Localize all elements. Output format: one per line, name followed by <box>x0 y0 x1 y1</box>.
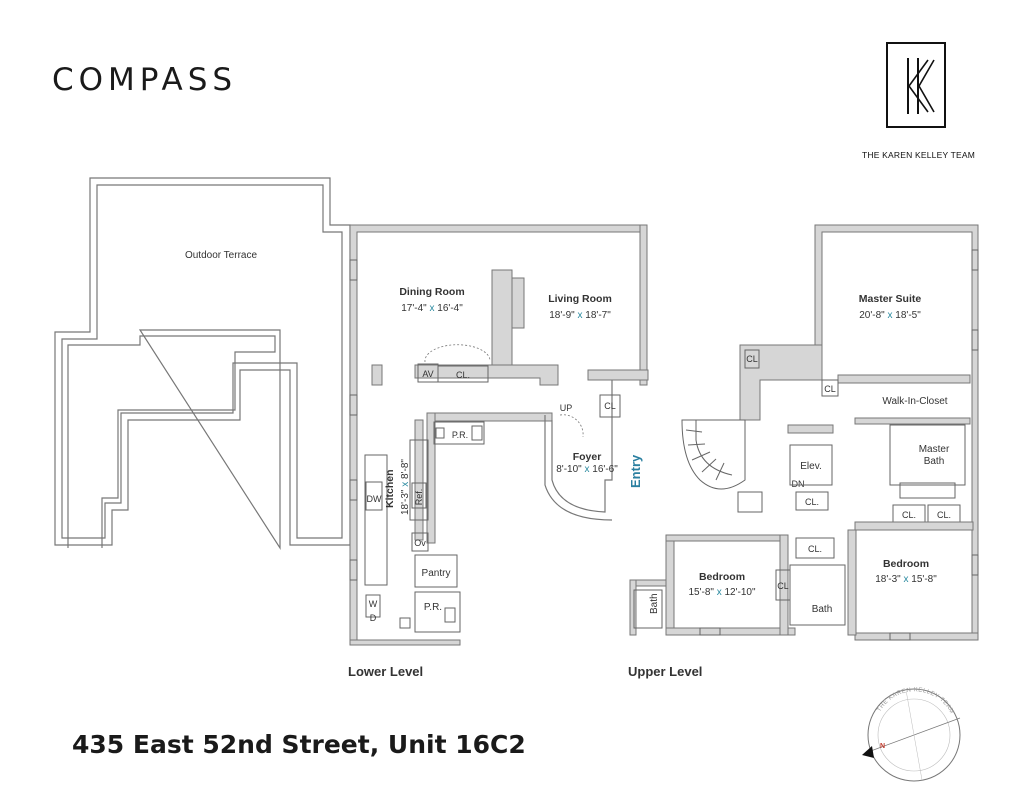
elevator-label: Elev. <box>800 461 822 472</box>
outdoor-terrace: Outdoor Terrace <box>54 177 351 551</box>
oven-label: Ov <box>414 538 426 548</box>
kitchen-name: Kitchen <box>384 469 396 508</box>
dining-closet-label: CL. <box>456 370 470 380</box>
compass-north-label: N <box>880 743 885 750</box>
bath-closet-label: CL. <box>808 544 822 554</box>
bedroom-2-name: Bedroom <box>883 558 929 570</box>
powder-room-2-label: P.R. <box>424 602 442 613</box>
spiral-stair <box>681 419 763 513</box>
master-closet-1-label: CL. <box>902 510 916 520</box>
dryer-label: D <box>370 613 377 623</box>
powder-room-label: P.R. <box>452 430 468 440</box>
bedroom-1-dim: 15'-8" x 12'-10" <box>688 587 756 598</box>
terrace-label: Outdoor Terrace <box>185 250 258 261</box>
washer-label: W <box>369 599 378 609</box>
living-room-dim: 18'-9" x 18'-7" <box>549 310 611 321</box>
dining-room-dim: 17'-4" x 16'-4" <box>401 303 463 314</box>
bedroom-1-name: Bedroom <box>699 571 745 583</box>
upper-closet-label: CL <box>746 354 758 364</box>
kk-monogram-icon <box>907 58 935 114</box>
upper-level-label: Upper Level <box>628 664 703 679</box>
walk-in-closet-name: Walk-In-Closet <box>882 396 947 407</box>
living-room-name: Living Room <box>548 293 612 305</box>
foyer-dim: 8'-10" x 16'-6" <box>556 464 618 475</box>
dining-room-name: Dining Room <box>399 286 464 298</box>
compass-rose: N THE KAREN KELLEY TEAM <box>862 687 961 782</box>
foyer-closet-label: CL <box>604 401 616 411</box>
master-suite-dim: 20'-8" x 18'-5" <box>859 310 921 321</box>
refrigerator-label: Ref. <box>414 489 424 506</box>
av-label: AV <box>422 369 433 379</box>
kitchen-dim: 18'-3" x 8'-8" <box>400 459 411 515</box>
upper-level-plan: DN Elev. CL. CL Walk-In-Closet Master Ba… <box>629 224 979 641</box>
foyer-name: Foyer <box>573 451 602 463</box>
stair-down-label: DN <box>792 479 805 489</box>
bedroom-2-dim: 18'-3" x 15'-8" <box>875 574 937 585</box>
bath-1-name: Bath <box>649 593 660 614</box>
lower-level-plan: AV CL. P.R. DW Ref. Kitchen 18'-3" x 8'-… <box>349 224 649 646</box>
team-name: THE KAREN KELLEY TEAM <box>862 150 976 160</box>
bath-2-name: Bath <box>812 604 833 615</box>
bedroom-closet-label: CL <box>777 581 789 591</box>
master-bath-name-1: Master <box>919 444 950 455</box>
master-suite-name: Master Suite <box>859 293 922 305</box>
master-closet-2-label: CL. <box>937 510 951 520</box>
stair-up-label: UP <box>560 403 573 413</box>
karen-kelley-logo <box>886 42 946 128</box>
compass-ring-text: THE KAREN KELLEY TEAM <box>877 687 955 715</box>
property-address: 435 East 52nd Street, Unit 16C2 <box>72 730 526 759</box>
dishwasher-label: DW <box>367 494 382 504</box>
entry-label: Entry <box>628 454 643 488</box>
hall-closet-label: CL. <box>805 497 819 507</box>
compass-logo: COMPASS <box>52 62 238 98</box>
lower-level-label: Lower Level <box>348 664 424 679</box>
master-bath-name-2: Bath <box>924 456 945 467</box>
pantry-label: Pantry <box>422 568 451 579</box>
wic-closet-label: CL <box>824 384 836 394</box>
